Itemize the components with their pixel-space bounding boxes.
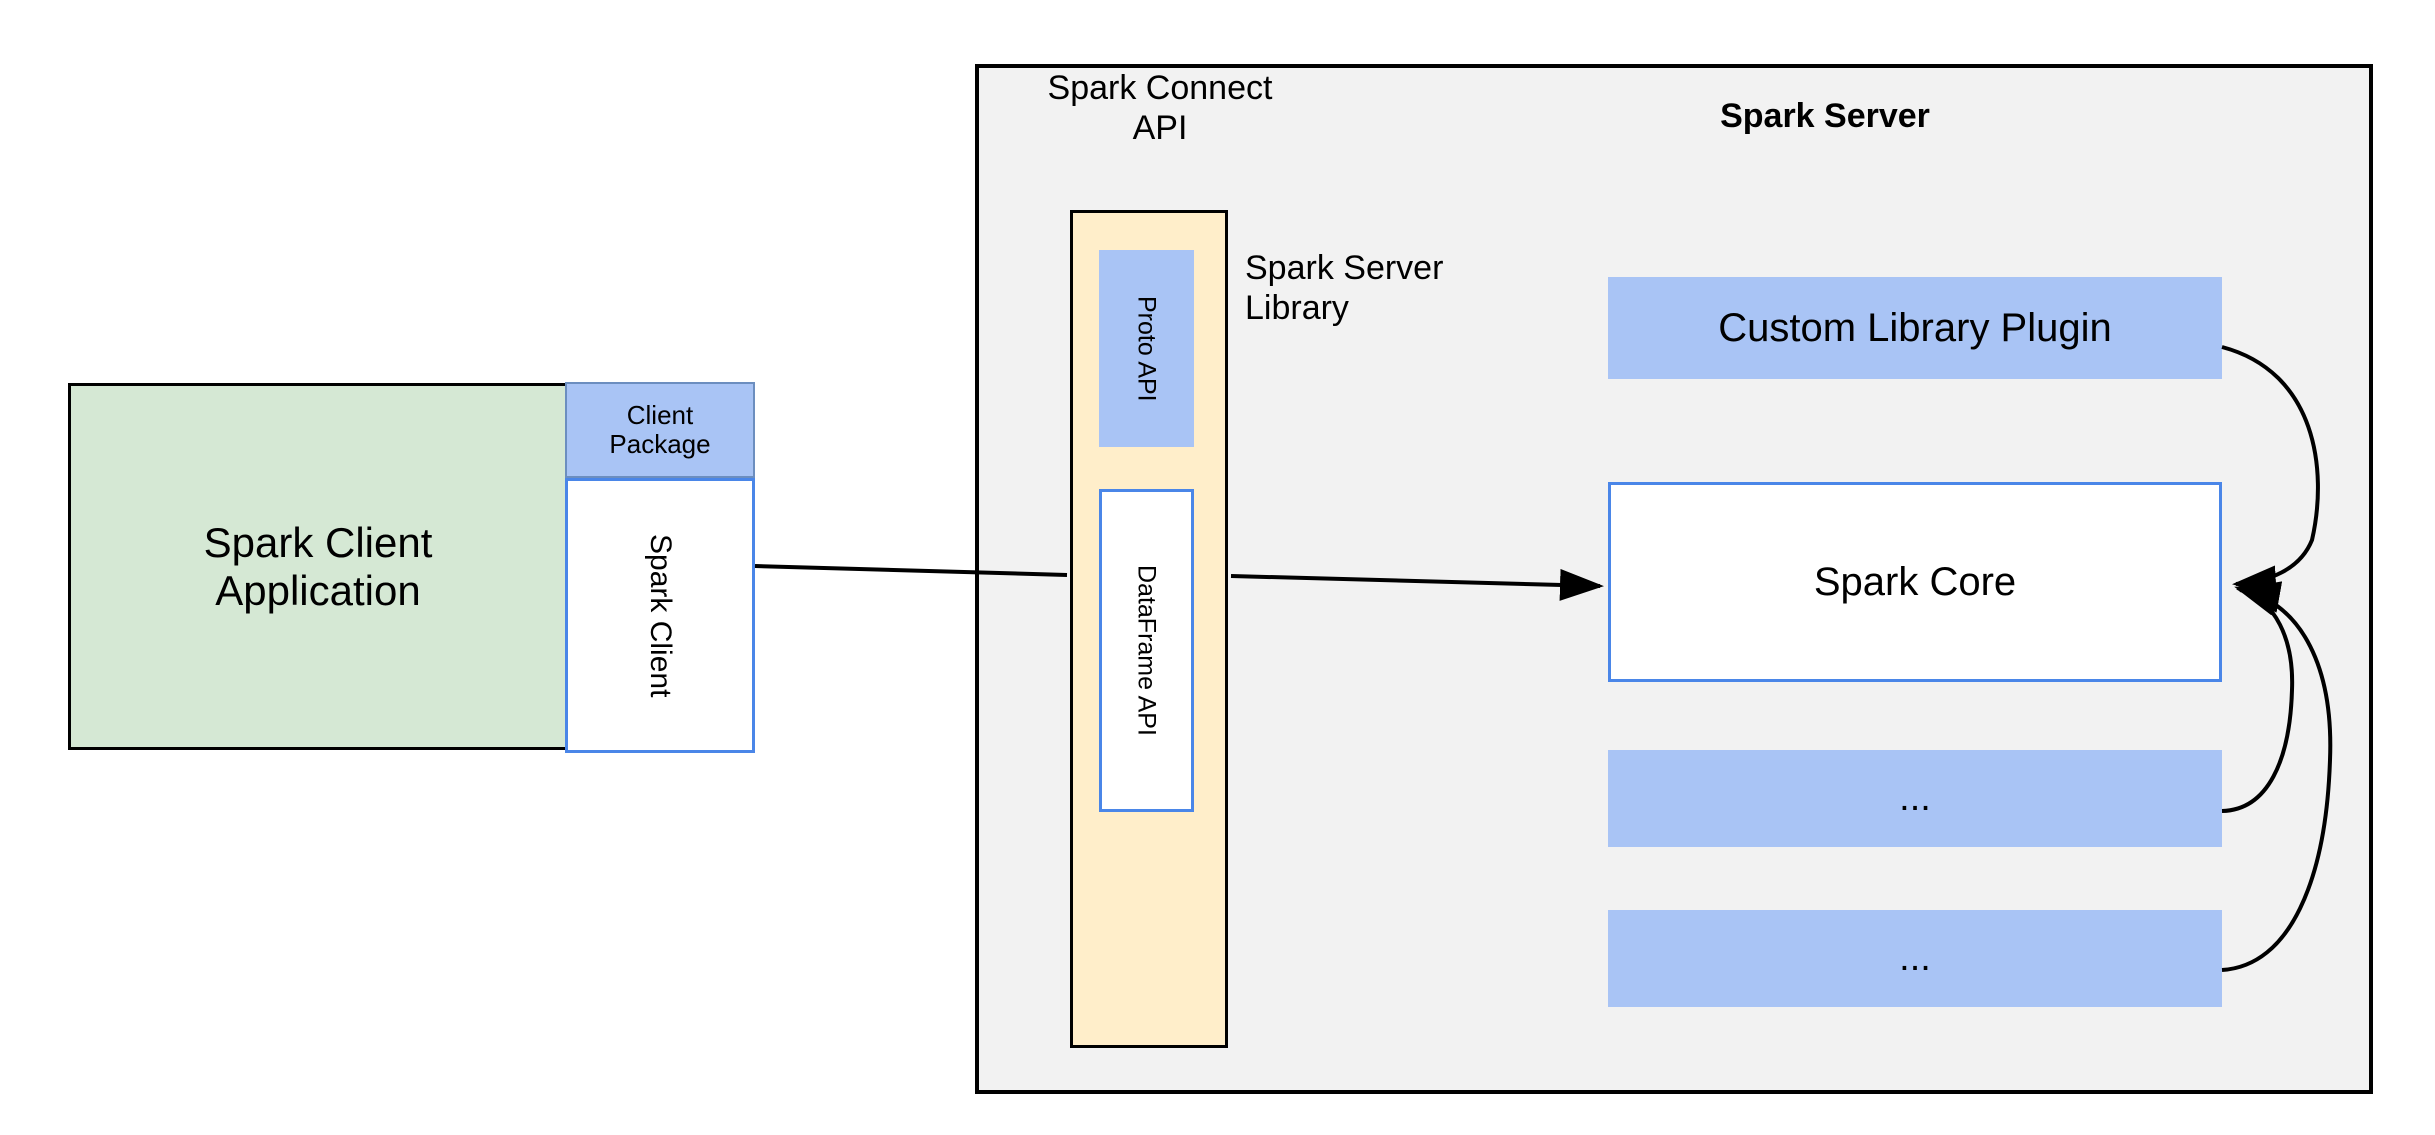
proto-api-box: Proto API (1099, 250, 1194, 447)
spark-core-label: Spark Core (1813, 559, 2017, 604)
placeholder-box-1: ... (1608, 750, 2222, 847)
spark-connect-api-label: Spark Connect API (1047, 69, 1273, 148)
spark-client-label: Spark Client (643, 533, 677, 698)
spark-core-box: Spark Core (1608, 482, 2222, 682)
placeholder-box-2: ... (1608, 910, 2222, 1007)
spark-client-application-label: Spark Client Application (203, 519, 433, 614)
custom-library-plugin-box: Custom Library Plugin (1608, 277, 2222, 379)
spark-server-library-label: Spark Server Library (1245, 249, 1444, 328)
dataframe-api-box: DataFrame API (1099, 489, 1194, 812)
proto-api-label: Proto API (1132, 295, 1161, 402)
spark-client-box: Spark Client (565, 478, 755, 753)
client-package-label: Client Package (609, 399, 711, 459)
spark-server-title: Spark Server (1720, 97, 1930, 135)
placeholder-label-2: ... (1899, 937, 1931, 980)
custom-library-plugin-label: Custom Library Plugin (1718, 305, 2112, 350)
placeholder-label-1: ... (1899, 777, 1931, 820)
dataframe-api-label: DataFrame API (1132, 565, 1161, 736)
client-package-box: Client Package (565, 382, 755, 478)
spark-client-application-box: Spark Client Application (68, 383, 568, 750)
